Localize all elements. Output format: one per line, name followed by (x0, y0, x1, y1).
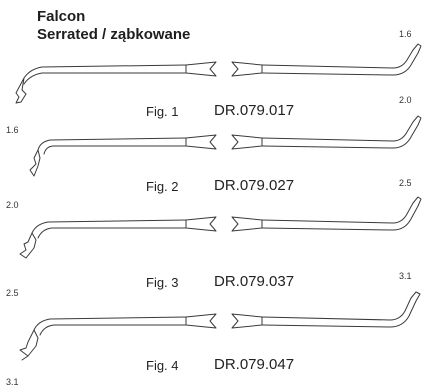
figure-label: Fig. 4 (146, 358, 179, 373)
instrument-drawing (19, 291, 421, 361)
product-name: Falcon (37, 8, 86, 25)
instrument-row: 2.0 Fig. 2 DR.079.027 2.0 (0, 95, 424, 210)
product-code: DR.079.037 (214, 273, 295, 290)
size-label-left: 1.6 (6, 125, 19, 135)
product-subtitle: Serrated / ząbkowane (37, 26, 191, 43)
size-label-right: 2.5 (399, 178, 412, 188)
instrument-row: 3.1 Fig. 4 DR.079.047 3.1 (0, 271, 424, 387)
figure-label: Fig. 1 (146, 104, 179, 119)
instrument-row: 1.6 Fig. 1 DR.079.017 1.6 (0, 28, 424, 135)
figure-label: Fig. 2 (146, 179, 179, 194)
size-label-right: 3.1 (399, 271, 412, 281)
instrument-drawing (29, 115, 422, 177)
product-code: DR.079.047 (214, 356, 295, 373)
size-label-right: 2.0 (399, 95, 412, 105)
size-label-left: 3.1 (6, 377, 19, 387)
figure-label: Fig. 3 (146, 275, 179, 290)
size-label-left: 2.0 (6, 200, 19, 210)
product-code: DR.079.027 (214, 177, 295, 194)
instrument-drawing (19, 196, 422, 259)
instrument-drawing (15, 43, 422, 104)
size-label-right: 1.6 (399, 29, 412, 39)
product-code: DR.079.017 (214, 102, 295, 119)
size-label-left: 2.5 (6, 288, 19, 298)
instrument-row: 2.5 Fig. 3 DR.079.037 2.5 (0, 178, 424, 298)
